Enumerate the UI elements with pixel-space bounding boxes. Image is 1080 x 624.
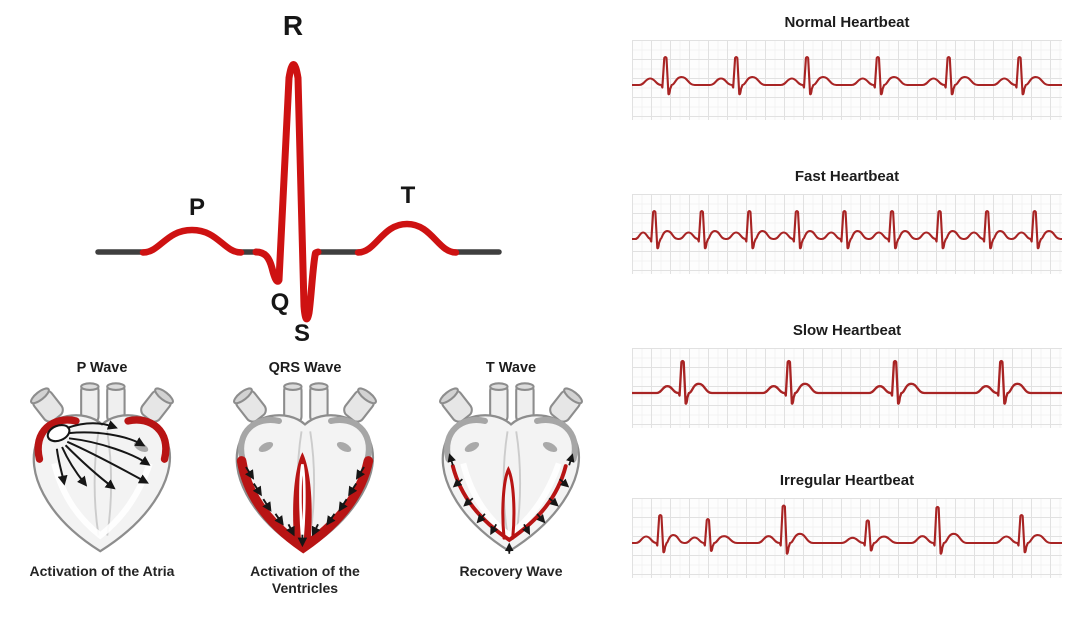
sa-node	[46, 424, 71, 443]
ecg-grid	[632, 40, 1062, 120]
p-wave-heart-illustration	[30, 382, 174, 553]
ecg-grid	[632, 498, 1062, 578]
ecg-waves	[139, 61, 460, 323]
conduction-arrows	[55, 420, 151, 490]
ecg-grid	[632, 348, 1062, 428]
activated-atria-band	[34, 416, 170, 463]
ecg-trace-normal	[632, 55, 1062, 96]
qrs-wave-curve	[252, 61, 322, 323]
heart-vessels	[30, 382, 174, 424]
recovery-wave-line	[450, 464, 568, 543]
repolarization-arrows	[447, 453, 575, 554]
heart-card-p-wave: P Wave	[3, 360, 201, 580]
heart-title: P Wave	[76, 360, 128, 376]
ecg-waveform-panel: R P T Q S	[0, 0, 620, 352]
q-wave-label: Q	[270, 289, 290, 316]
t-wave-label: T	[400, 182, 416, 209]
strip-title: Slow Heartbeat	[792, 322, 902, 339]
strip-section-irregular: Irregular Heartbeat	[632, 472, 1062, 578]
strip-section-normal: Normal Heartbeat	[632, 14, 1062, 120]
heart-caption: Recovery Wave	[459, 563, 563, 579]
activated-septum-spike	[293, 452, 312, 546]
s-wave-label: S	[293, 320, 311, 347]
heart-caption: Activation of the Atria	[29, 563, 175, 579]
t-wave-curve	[354, 220, 460, 256]
p-wave-curve	[139, 226, 245, 256]
heart-title: QRS Wave	[268, 360, 342, 376]
strip-section-slow: Slow Heartbeat	[632, 322, 1062, 428]
ecg-trace-irregular	[632, 504, 1062, 555]
strip-title: Irregular Heartbeat	[779, 472, 915, 489]
heart-title: T Wave	[485, 360, 537, 376]
r-wave-label: R	[282, 10, 304, 41]
strip-section-fast: Fast Heartbeat	[632, 168, 1062, 274]
qrs-wave-heart-illustration	[233, 382, 377, 554]
ecg-waveform	[95, 61, 502, 323]
ecg-trace-slow	[632, 359, 1062, 405]
t-wave-heart-illustration	[439, 382, 583, 554]
strip-title: Fast Heartbeat	[794, 168, 900, 185]
heart-caption: Activation of the Ventricles	[250, 563, 360, 597]
strip-title: Normal Heartbeat	[784, 14, 910, 31]
heart-card-t-wave: T Wave	[412, 360, 610, 580]
p-wave-label: P	[188, 194, 206, 221]
ecg-grid	[632, 194, 1062, 274]
activated-ventricle-band	[236, 456, 374, 554]
ecg-trace-fast	[632, 209, 1062, 250]
depolarization-arrows	[244, 466, 366, 548]
heart-card-qrs-wave: QRS Wave	[206, 360, 404, 597]
